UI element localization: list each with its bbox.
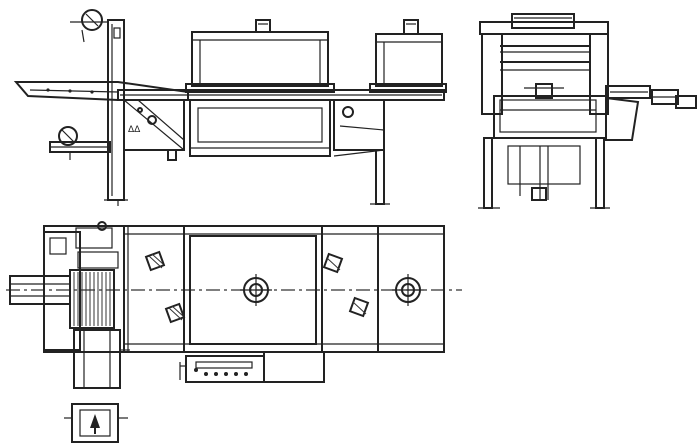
panel-label: ΔΔ [128,125,141,135]
control-panel-right [333,99,385,151]
detail-view [64,403,128,443]
side-elevation-view: ΔΔ [13,9,447,206]
feed-column [107,19,125,201]
machine-legs [104,149,390,206]
end-outfeed-conveyor [605,85,651,99]
bottom-reel-icon [58,126,78,146]
cooling-hood [369,33,447,93]
panel-knob-icon [147,115,157,125]
control-panel-left [123,99,185,151]
film-roll [69,269,115,329]
arrow-up-icon [90,414,100,428]
plan-view [6,221,462,389]
end-hood [511,13,575,29]
infeed-rollers [46,88,94,94]
product-box-icon [651,89,697,109]
guide-clamp-icon [144,250,370,324]
cooling-fan-motor-icon [403,19,419,35]
end-elevation-view [478,13,697,209]
plan-tunnel-cover [189,235,317,345]
gauge-icon [342,106,354,118]
tunnel-chamber [189,99,331,157]
plan-drive-unit [43,231,81,351]
hood-fan-motor-icon [255,19,271,33]
plan-control-box [179,351,325,383]
top-reel-icon [70,9,108,43]
cooling-fan-hub-icon [392,274,424,306]
plan-lower-extension [68,329,130,389]
tunnel-hood [185,31,335,93]
infeed-shaft [9,275,71,305]
end-side-chute [605,96,640,141]
fan-hub-icon [240,274,272,306]
